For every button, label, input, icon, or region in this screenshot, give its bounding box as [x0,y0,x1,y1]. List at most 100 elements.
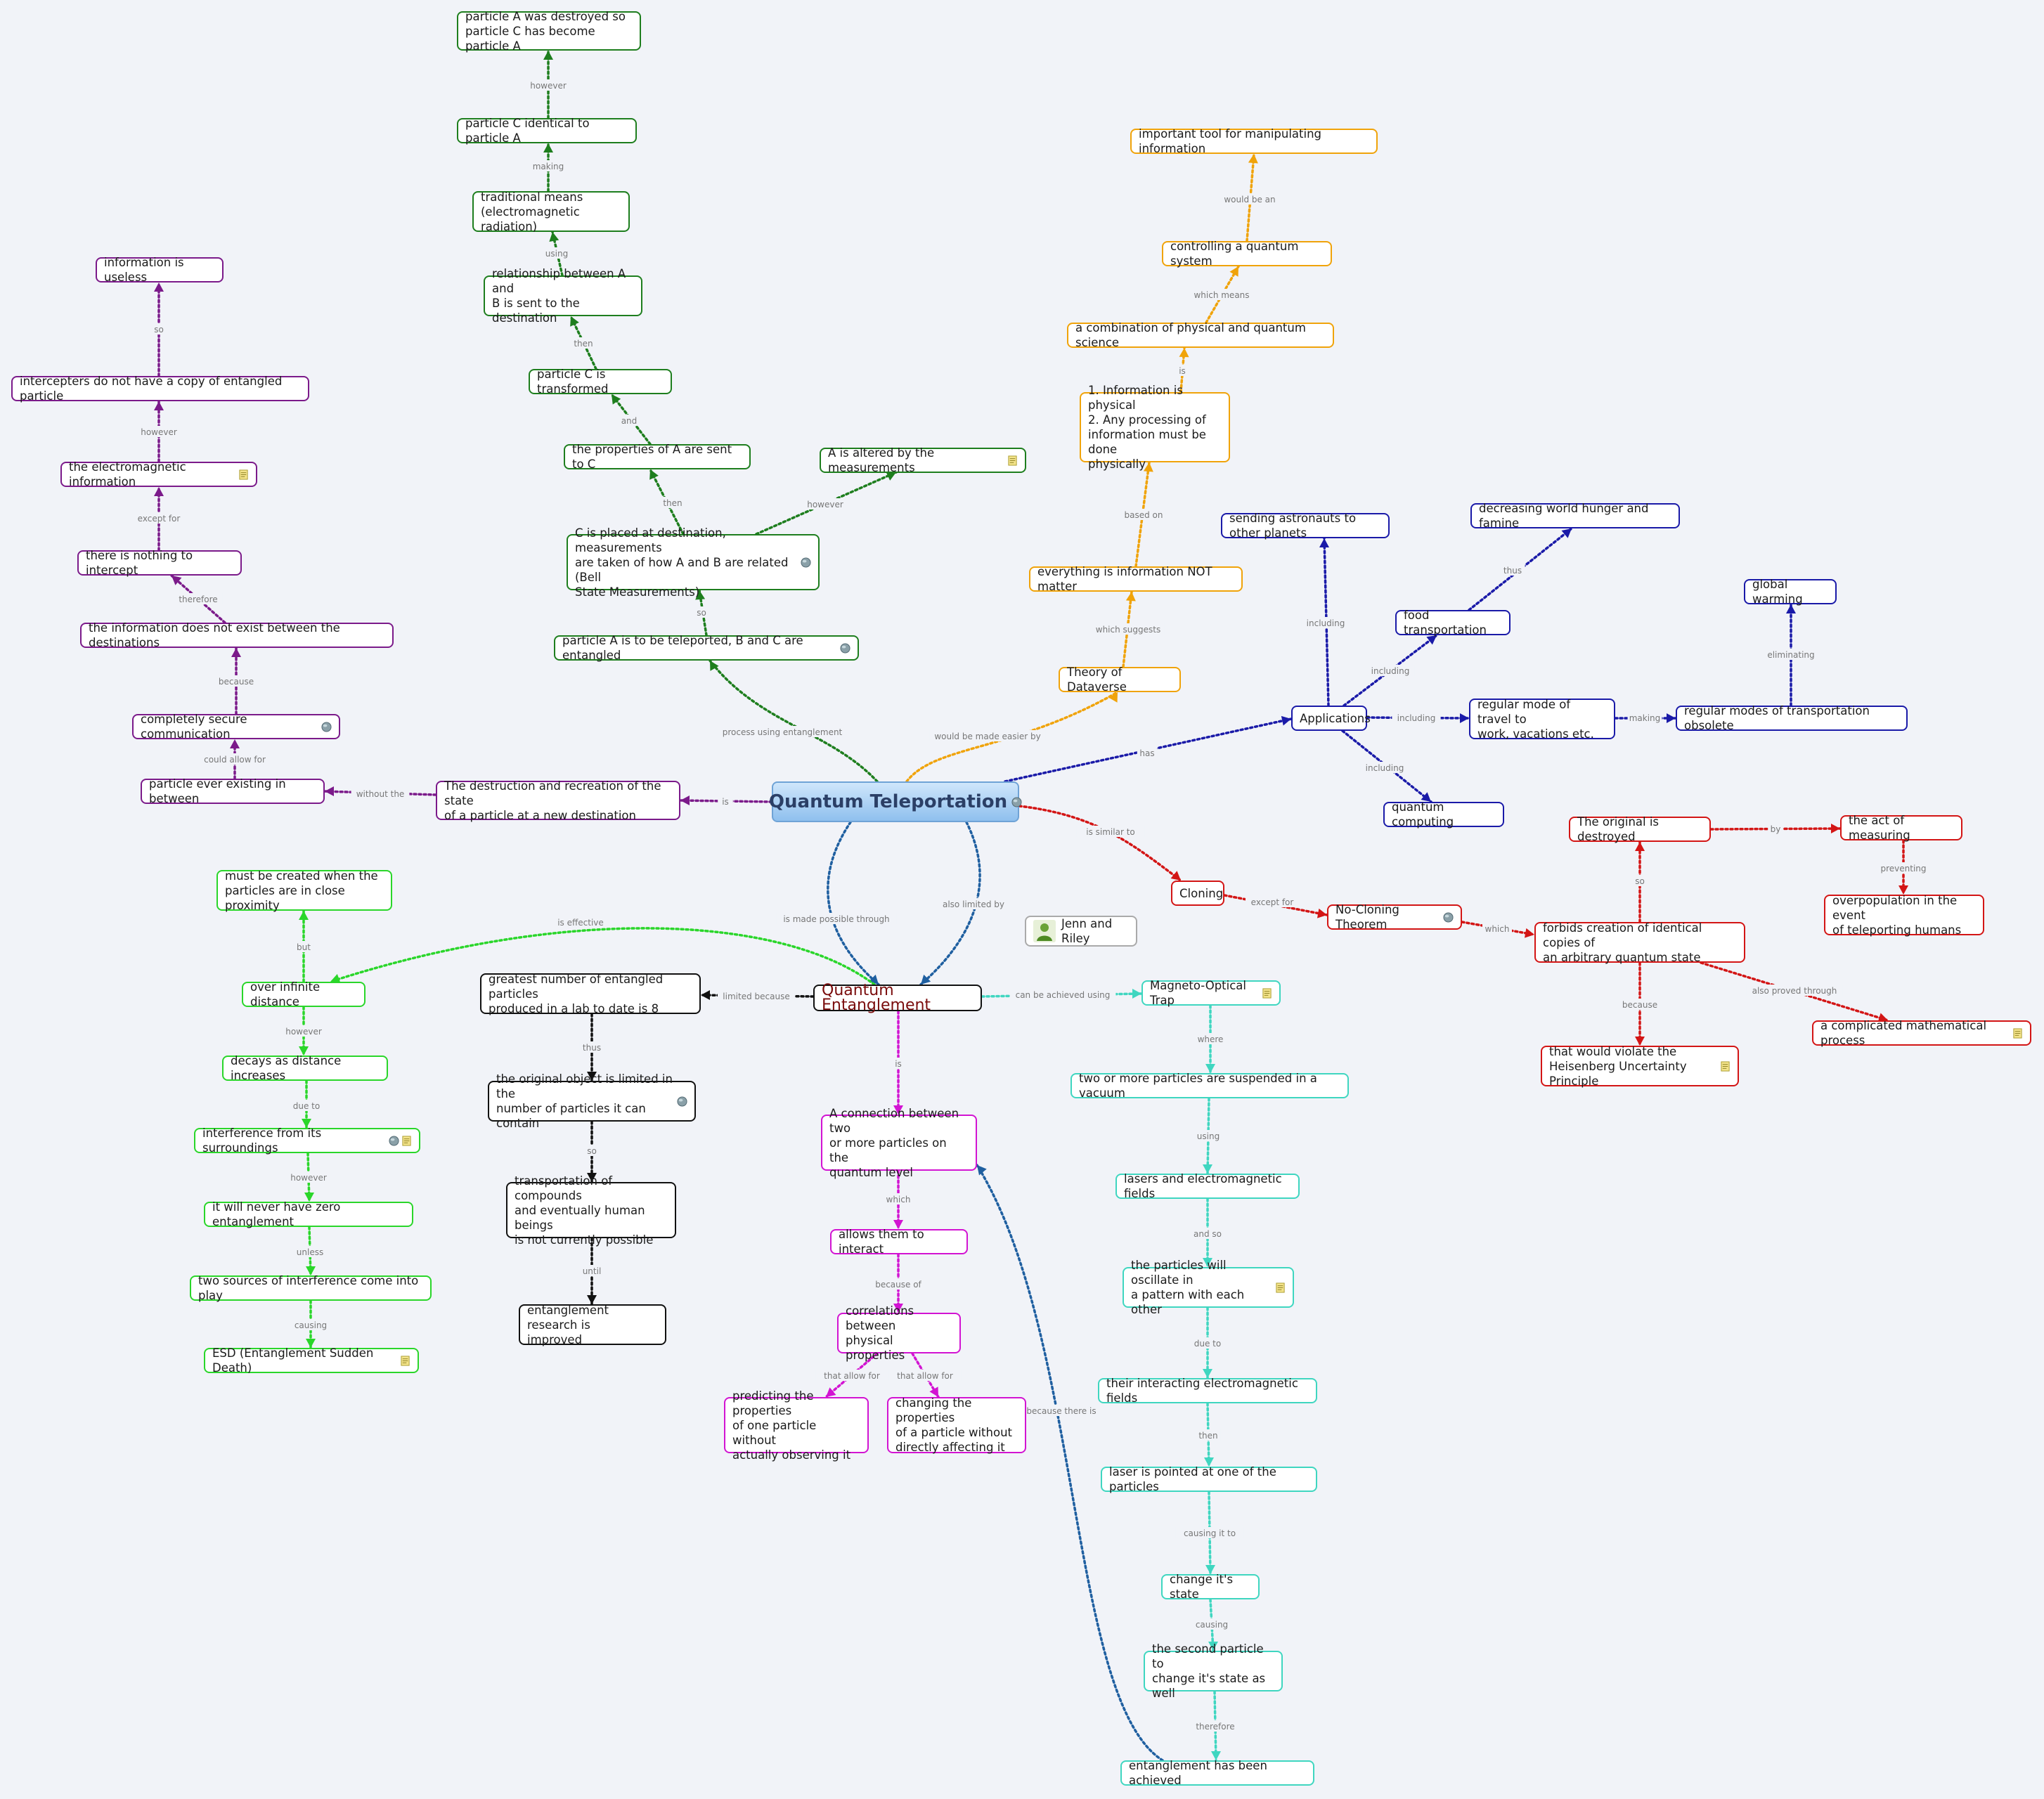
node-transport-comp[interactable]: transportation of compounds and eventual… [506,1174,676,1247]
node-dataverse[interactable]: Theory of Dataverse [1059,665,1181,694]
edge-12: and [610,393,652,446]
edge-arrowhead [929,1386,938,1397]
edge-arrowhead [1203,1369,1212,1378]
node-obsolete[interactable]: regular modes of transportation obsolete [1676,704,1908,732]
node-lasers[interactable]: lasers and electromagnetic fields [1115,1172,1300,1200]
node-laser-pointed[interactable]: laser is pointed at one of the particles [1101,1465,1317,1493]
node-props-sent[interactable]: the properties of A are sent to C [564,443,751,471]
node-food[interactable]: food transportation [1395,609,1511,637]
node-hunger[interactable]: decreasing world hunger and famine [1470,502,1680,530]
node-qt[interactable]: Quantum Teleportation [768,781,1022,822]
node-zero-ent[interactable]: it will never have zero entanglement [204,1200,413,1228]
edge-label: including [1397,713,1436,723]
node-mot[interactable]: Magneto-Optical Trap [1141,979,1281,1007]
node-em-fields[interactable]: their interacting electromagnetic fields [1098,1377,1317,1405]
edge-44: due to [289,1079,324,1129]
node-act-measuring[interactable]: the act of measuring [1840,814,1962,842]
node-overpopulation[interactable]: overpopulation in the event of teleporti… [1824,894,1984,937]
note-icon [1262,987,1272,999]
node-useless[interactable]: information is useless [96,256,224,284]
node-no-exist[interactable]: the information does not exist between t… [80,621,394,649]
edge-61: due to [1190,1306,1225,1379]
node-predicting[interactable]: predicting the properties of one particl… [724,1389,869,1462]
edge-arrowhead [1899,885,1908,895]
edge-38: also proved through [1700,961,1889,1022]
edge-arrowhead [1635,842,1645,851]
node-warming[interactable]: global warming [1744,578,1837,606]
edge-label: then [1198,1431,1217,1441]
node-correlations[interactable]: correlations between physical properties [837,1304,961,1362]
edge-label: limited because [723,992,789,1001]
node-secure[interactable]: completely secure communication [132,713,340,741]
node-second-particle[interactable]: the second particle to change it's state… [1144,1642,1283,1700]
edge-arrowhead [1831,824,1840,833]
edge-label: however [141,427,177,437]
node-a-destroyed[interactable]: particle A was destroyed so particle C h… [457,10,641,53]
edge-53: which [884,1169,913,1230]
node-suspended[interactable]: two or more particles are suspended in a… [1070,1072,1349,1100]
edge-arrowhead [549,232,559,242]
node-heisenberg[interactable]: that would violate the Heisenberg Uncert… [1541,1045,1739,1088]
node-research[interactable]: entanglement research is improved [519,1304,666,1346]
edge-17: would be made easier by [905,691,1119,783]
node-forbids[interactable]: forbids creation of identical copies of … [1534,921,1745,964]
node-no-cloning[interactable]: No-Cloning Theorem [1327,903,1462,931]
node-qe[interactable]: Quantum Entanglement [813,983,982,1013]
node-applications[interactable]: Applications [1291,706,1371,731]
node-controlling[interactable]: controlling a quantum system [1162,240,1332,268]
node-em-info[interactable]: the electromagnetic information [60,460,257,488]
node-changing[interactable]: changing the properties of a particle wi… [887,1396,1026,1454]
node-orig-destroyed[interactable]: The original is destroyed [1569,815,1711,843]
node-destruction[interactable]: The destruction and recreation of the st… [436,779,680,822]
node-interference[interactable]: interference from its surroundings [194,1126,420,1155]
node-everything-info[interactable]: everything is information NOT matter [1029,565,1243,593]
node-interact[interactable]: allows them to interact [830,1228,968,1256]
edge-arrowhead [325,786,334,796]
node-info-physical[interactable]: 1. Information is physical 2. Any proces… [1080,384,1230,471]
edge-label: so [154,325,164,335]
node-infinite[interactable]: over infinite distance [242,980,366,1008]
node-p-teleported[interactable]: particle A is to be teleported, B and C … [554,634,859,662]
node-greatest[interactable]: greatest number of entangled particles p… [480,973,701,1015]
edge-arrowhead [1143,462,1153,472]
node-ever-existing[interactable]: particle ever existing in between [141,777,325,805]
node-two-sources[interactable]: two sources of interference come into pl… [190,1274,432,1302]
node-label: Quantum Teleportation [768,791,1008,812]
node-limited-obj[interactable]: the original object is limited in the nu… [488,1072,696,1130]
node-oscillate[interactable]: the particles will oscillate in a patter… [1123,1259,1294,1316]
node-c-identical[interactable]: particle C identical to particle A [457,117,637,145]
node-label: laser is pointed at one of the particles [1109,1465,1276,1493]
node-combination[interactable]: a combination of physical and quantum sc… [1067,321,1334,349]
node-c-placed[interactable]: C is placed at destination, measurements… [567,526,820,599]
edge-label: causing it to [1184,1528,1236,1538]
node-a-altered[interactable]: A is altered by the measurements [820,446,1026,474]
node-label: two sources of interference come into pl… [198,1274,419,1302]
node-label: regular modes of transportation obsolete [1684,704,1870,732]
node-qcomputing[interactable]: quantum computing [1383,800,1504,829]
node-change-state[interactable]: change it's state [1161,1573,1260,1601]
node-label: Theory of Dataverse [1067,665,1127,694]
edge-58: where [1196,1004,1225,1074]
node-connection[interactable]: A connection between two or more particl… [821,1107,977,1179]
node-nothing-intercept[interactable]: there is nothing to intercept [77,549,242,577]
node-traditional[interactable]: traditional means (electromagnetic radia… [472,190,630,233]
node-astronauts[interactable]: sending astronauts to other planets [1221,512,1390,540]
node-decays[interactable]: decays as distance increases [222,1054,388,1082]
node-c-transformed[interactable]: particle C is transformed [529,368,672,396]
node-esd[interactable]: ESD (Entanglement Sudden Death) [204,1346,419,1375]
node-relationship[interactable]: relationship between A and B is sent to … [484,267,642,325]
edge-43: however [284,1006,323,1057]
edge-37: because [1620,961,1660,1047]
node-important-tool[interactable]: important tool for manipulating informat… [1130,127,1378,155]
edge-arrowhead [543,143,553,152]
node-achieved[interactable]: entanglement has been achieved [1120,1759,1314,1787]
node-jenn[interactable]: Jenn and Riley [1025,916,1137,947]
node-math-process[interactable]: a complicated mathematical process [1812,1019,2031,1047]
edge-0: is [679,795,773,807]
node-interceptors[interactable]: intercepters do not have a copy of entan… [11,375,309,403]
node-close-proximity[interactable]: must be created when the particles are i… [216,869,392,912]
globe-icon [321,721,332,732]
edge-label: however [807,500,843,509]
node-cloning[interactable]: Cloning [1171,881,1224,906]
node-regular-travel[interactable]: regular mode of travel to work, vacation… [1469,698,1615,741]
